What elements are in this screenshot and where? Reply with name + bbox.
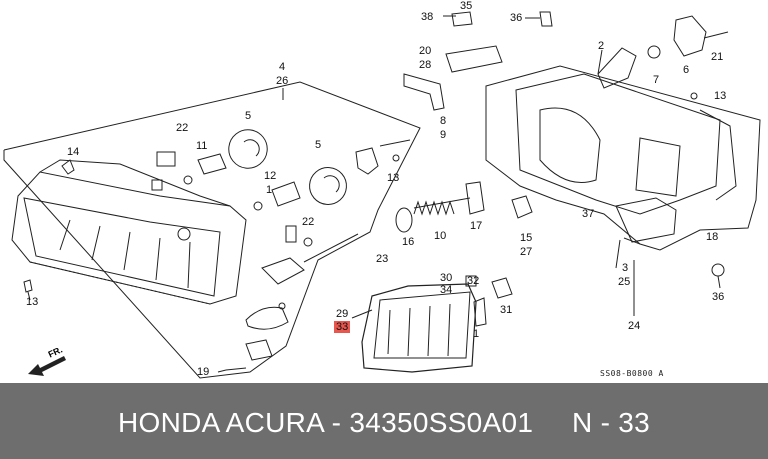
callout-7: 7 (653, 74, 660, 86)
screw-13d (690, 92, 698, 100)
footer-bar: HONDA ACURA - 34350SS0A01 N - 33 (0, 383, 768, 459)
clip-36 (539, 11, 553, 27)
part-2 (597, 47, 637, 89)
callout-19: 19 (197, 366, 210, 378)
adjuster-17 (465, 181, 485, 215)
bracket-8 (403, 73, 445, 111)
bracket-38 (451, 11, 473, 27)
callout-12: 12 (264, 170, 277, 182)
callout-21: 21 (711, 51, 724, 63)
part-22b (285, 225, 297, 243)
part-6 (673, 15, 707, 57)
callout-15: 15 (520, 232, 533, 244)
callout-13c: 13 (26, 296, 39, 308)
callout-17: 17 (470, 220, 483, 232)
callout-31: 31 (500, 304, 513, 316)
callout-34: 34 (440, 284, 453, 296)
callout-37: 37 (582, 208, 595, 220)
screw-13c (23, 279, 33, 293)
callout-29: 29 (336, 308, 349, 320)
callout-5b: 5 (315, 139, 322, 151)
diagram-code: SS08-B0800 A (600, 369, 664, 378)
callout-24: 24 (628, 320, 641, 332)
callout-5a: 5 (245, 110, 252, 122)
diagram-drawing (3, 11, 761, 379)
callout-20: 20 (419, 45, 432, 57)
screw-21 (703, 31, 729, 39)
bracket-13b (355, 147, 379, 175)
clip-14 (61, 159, 75, 175)
callout-8: 8 (440, 115, 447, 127)
bracket-20 (445, 45, 503, 73)
callout-2: 2 (598, 40, 605, 52)
callout-4: 4 (279, 61, 286, 73)
mount-bracket (485, 65, 761, 251)
callout-14: 14 (67, 146, 80, 158)
part-22-socket (156, 151, 176, 167)
bulb-11 (197, 153, 227, 175)
callout-22a: 22 (176, 122, 189, 134)
callout-33-highlight: 33 (334, 321, 351, 333)
callout-1b: 1 (473, 328, 480, 340)
bulb-31 (491, 277, 513, 299)
callout-28: 28 (419, 59, 432, 71)
callout-36b: 36 (712, 291, 725, 303)
footer-part-number: HONDA ACURA - 34350SS0A01 (118, 407, 534, 438)
callout-22b: 22 (302, 216, 315, 228)
callout-3: 3 (622, 262, 629, 274)
footer-reference: N - 33 (572, 407, 651, 438)
headlamp-body (11, 171, 247, 305)
spring-10 (413, 200, 455, 216)
parts-diagram: 35 38 36 4 26 2 7 6 21 20 28 13 8 9 5 22… (3, 0, 761, 379)
clip-15 (511, 195, 533, 219)
callout-11: 11 (196, 140, 208, 152)
callout-16: 16 (402, 236, 415, 248)
part-1b (473, 297, 487, 327)
callout-6: 6 (683, 64, 690, 76)
bulb-1 (271, 181, 301, 207)
bracket-lower (245, 306, 289, 330)
callout-35: 35 (460, 0, 473, 12)
side-marker-lamp-33 (361, 283, 477, 373)
callout-25: 25 (618, 276, 631, 288)
leveling-motor (261, 257, 305, 285)
callout-10: 10 (434, 230, 447, 242)
part-3-block (615, 197, 677, 243)
callout-27: 27 (520, 246, 533, 258)
callout-30: 30 (440, 272, 453, 284)
callout-9: 9 (440, 129, 447, 141)
callout-36: 36 (510, 12, 523, 24)
callout-13b: 13 (387, 172, 400, 184)
callout-13a: 13 (714, 90, 727, 102)
boot-16 (395, 207, 413, 233)
front-direction-arrow (28, 356, 66, 376)
socket-32 (465, 275, 477, 287)
headlamp-group-outline (3, 81, 421, 379)
callout-38: 38 (421, 11, 434, 23)
retainer-5a (228, 129, 268, 169)
screw-36b (711, 263, 725, 277)
callout-18: 18 (706, 231, 719, 243)
callout-32: 32 (467, 275, 480, 287)
retainer-5b (309, 167, 347, 205)
callout-23: 23 (376, 253, 389, 265)
callout-26: 26 (276, 75, 289, 87)
connector-19 (245, 339, 273, 361)
callout-1: 1 (266, 184, 273, 196)
